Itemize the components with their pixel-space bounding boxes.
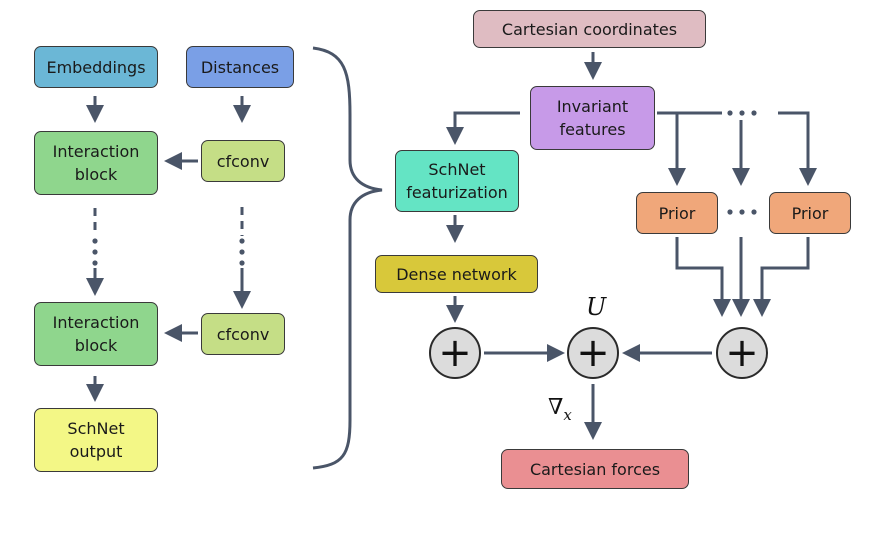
prior-node-2: Prior bbox=[769, 192, 851, 234]
arrow-prior-2-to-plus bbox=[753, 237, 810, 317]
ellipsis-dot bbox=[92, 238, 98, 244]
ellipsis-dot bbox=[92, 249, 98, 255]
ellipsis-dot bbox=[727, 209, 733, 215]
prior-node-1: Prior bbox=[636, 192, 718, 234]
cfconv-node-1: cfconv bbox=[201, 140, 285, 182]
ellipsis-dot bbox=[727, 110, 733, 116]
ellipsis-dot bbox=[239, 249, 245, 255]
interaction-block-node-2: Interaction block bbox=[34, 302, 158, 366]
gradient-label: ∇x bbox=[548, 395, 572, 424]
embeddings-node: Embeddings bbox=[34, 46, 158, 88]
ellipsis-dot bbox=[92, 260, 98, 266]
ellipsis-dot bbox=[751, 209, 757, 215]
schnet-output-node: SchNet output bbox=[34, 408, 158, 472]
ellipsis-dot bbox=[739, 209, 745, 215]
cartesian-forces-node: Cartesian forces bbox=[501, 449, 689, 489]
dense-network-node: Dense network bbox=[375, 255, 538, 293]
sum-node-left: + bbox=[429, 327, 481, 379]
invariant-features-node: Invariant features bbox=[530, 86, 655, 150]
ellipsis-dot bbox=[739, 110, 745, 116]
gradient-symbol: ∇ bbox=[548, 395, 564, 420]
ellipsis-dot bbox=[751, 110, 757, 116]
gradient-subscript: x bbox=[563, 406, 572, 424]
sum-node-right: + bbox=[716, 327, 768, 379]
ellipsis-dot bbox=[239, 238, 245, 244]
sum-node-center: + bbox=[567, 327, 619, 379]
arrow-prior-1-to-plus bbox=[675, 237, 731, 317]
cfconv-node-2: cfconv bbox=[201, 313, 285, 355]
arrow-features-to-featurization bbox=[446, 111, 520, 145]
cartesian-coordinates-node: Cartesian coordinates bbox=[473, 10, 706, 48]
arrow-bus-to-prior-2 bbox=[778, 111, 817, 186]
energy-label-u: U bbox=[586, 293, 607, 321]
interaction-block-node-1: Interaction block bbox=[34, 131, 158, 195]
ellipsis-dot bbox=[239, 260, 245, 266]
distances-node: Distances bbox=[186, 46, 294, 88]
schnet-featurization-node: SchNet featurization bbox=[395, 150, 519, 212]
curly-brace bbox=[312, 46, 383, 470]
